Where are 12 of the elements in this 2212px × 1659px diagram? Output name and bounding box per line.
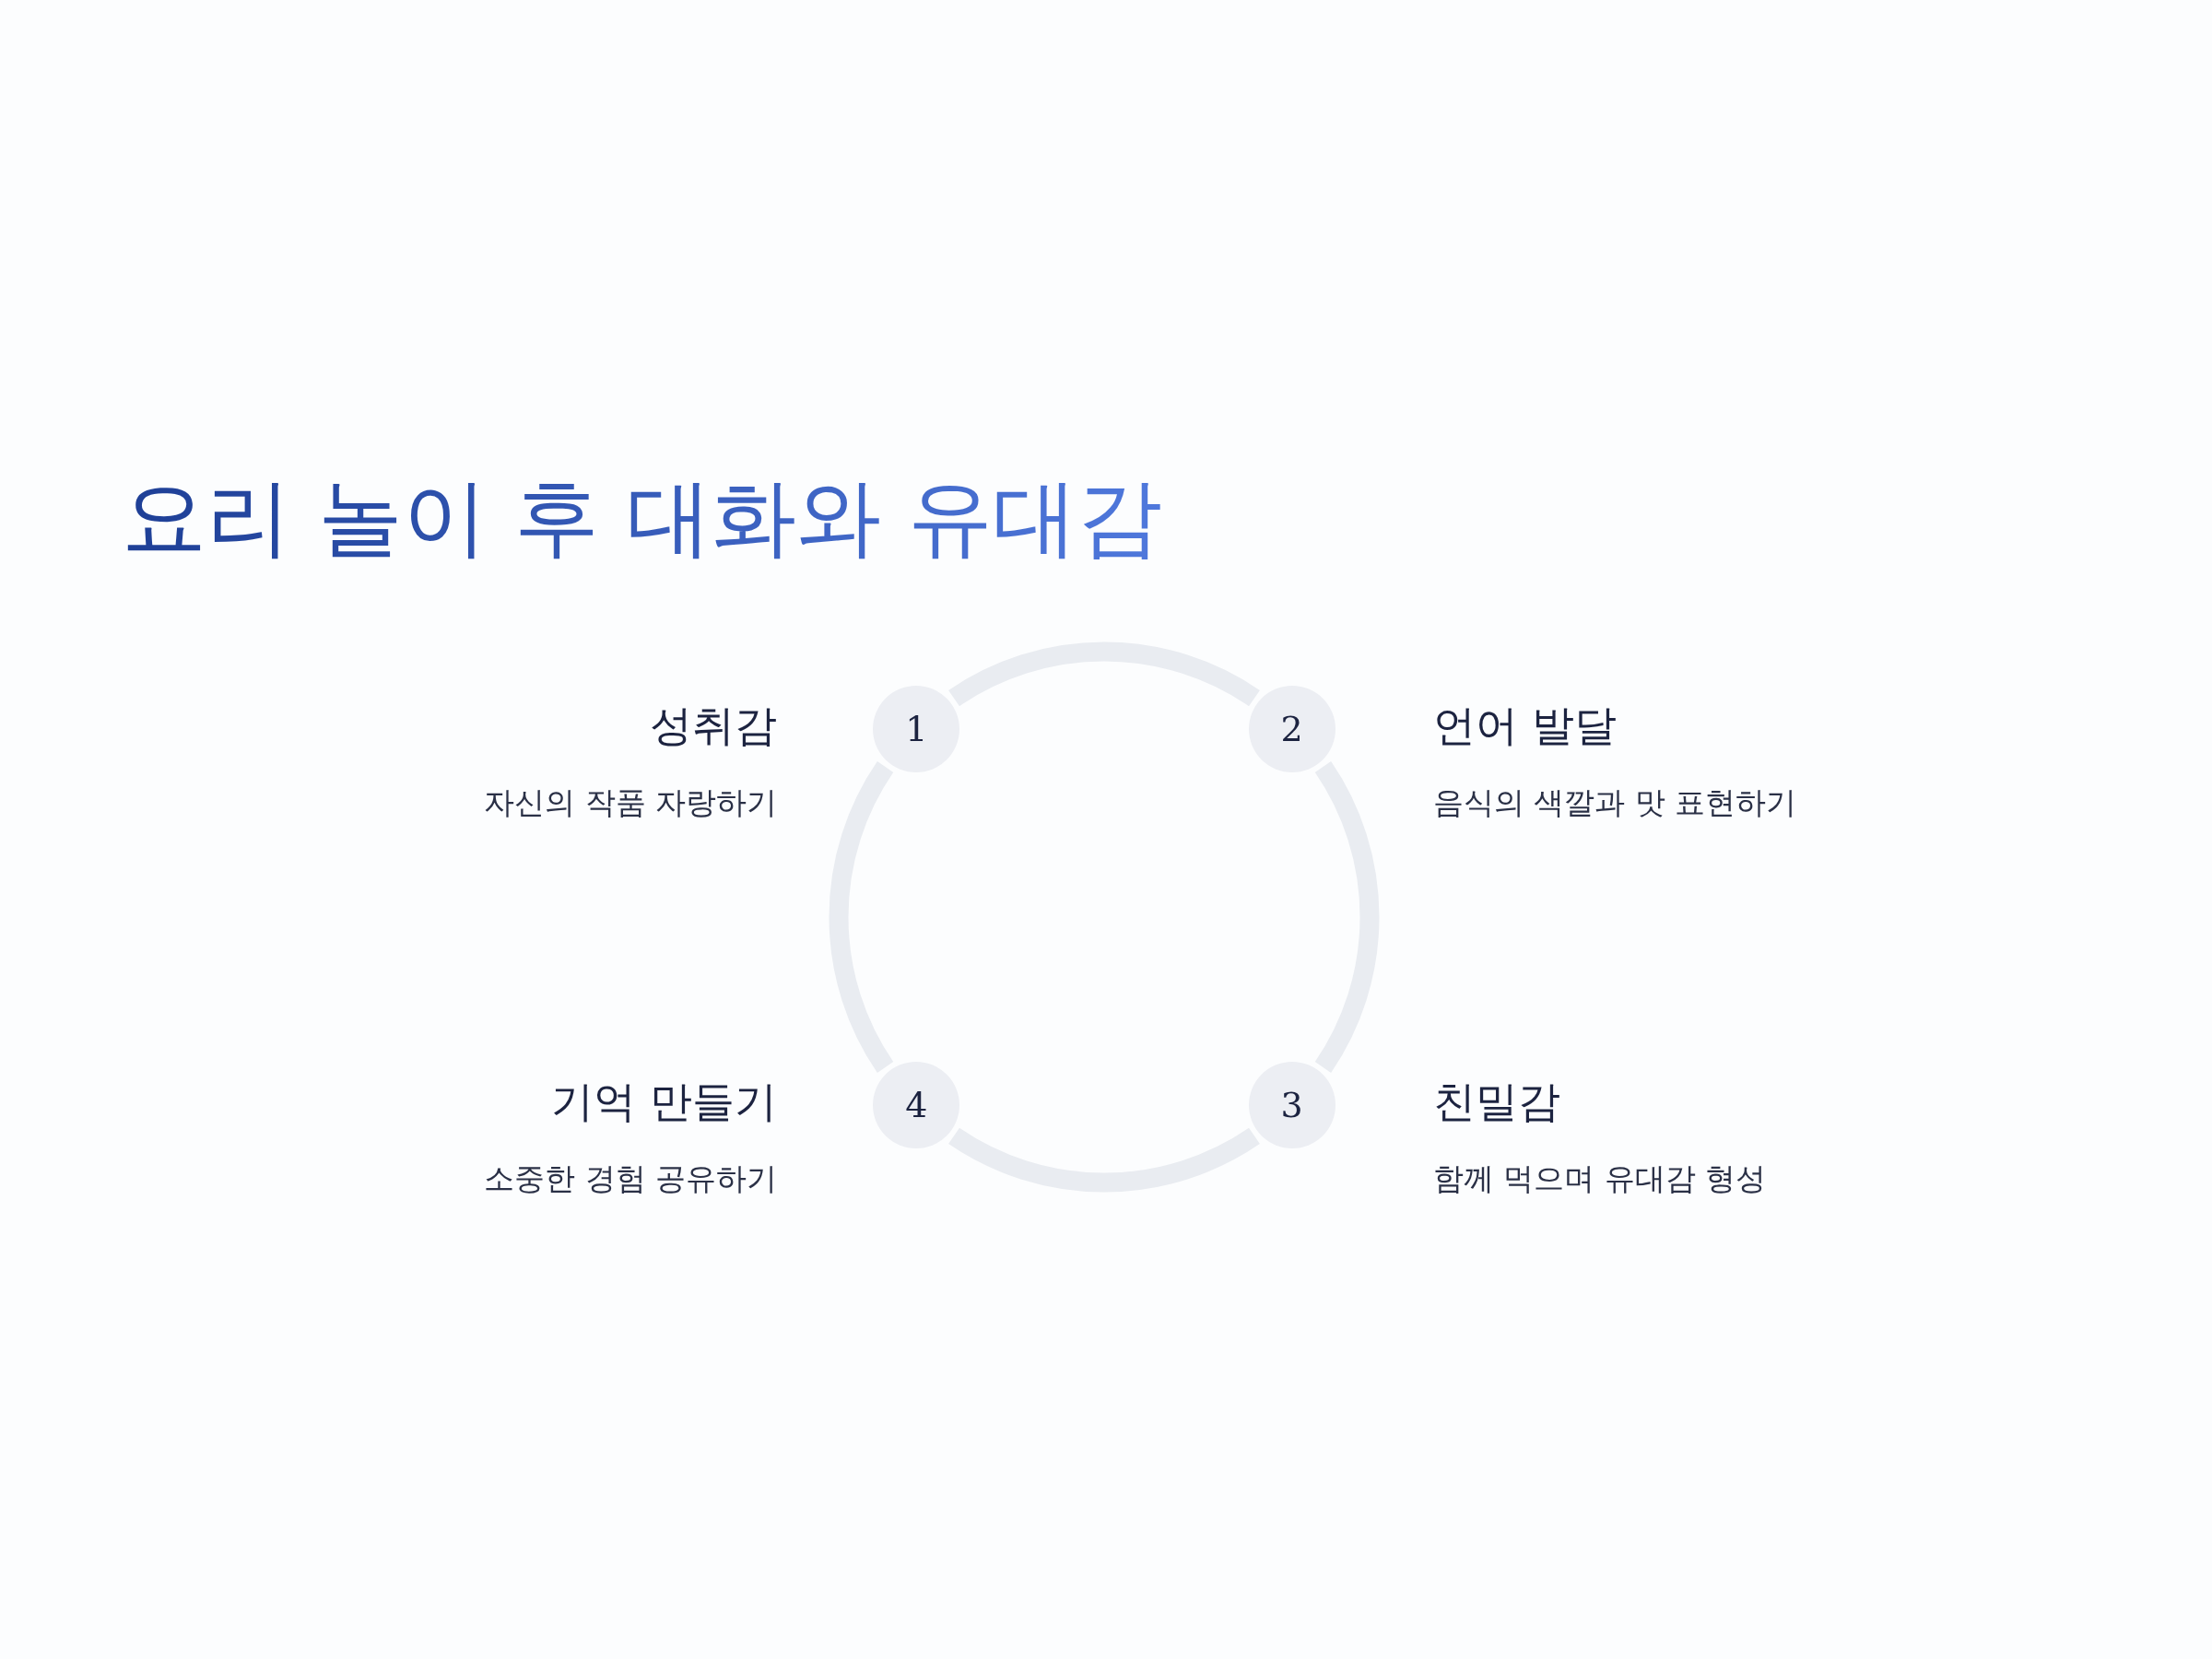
step-description: 자신의 작품 자랑하기 — [483, 783, 777, 823]
step-number: 1 — [905, 709, 928, 750]
step-number: 3 — [1280, 1084, 1303, 1125]
step-number: 4 — [905, 1084, 928, 1125]
step-heading: 언어 발달 — [1433, 700, 1618, 753]
step-description: 음식의 색깔과 맛 표현하기 — [1433, 783, 1798, 823]
step-heading: 기억 만들기 — [550, 1075, 777, 1128]
step-heading: 성취감 — [649, 700, 777, 753]
step-number: 2 — [1280, 709, 1303, 750]
step-description: 소중한 경험 공유하기 — [483, 1159, 777, 1198]
step-description: 함께 먹으며 유대감 형성 — [1433, 1159, 1768, 1198]
step-heading: 친밀감 — [1433, 1075, 1561, 1128]
